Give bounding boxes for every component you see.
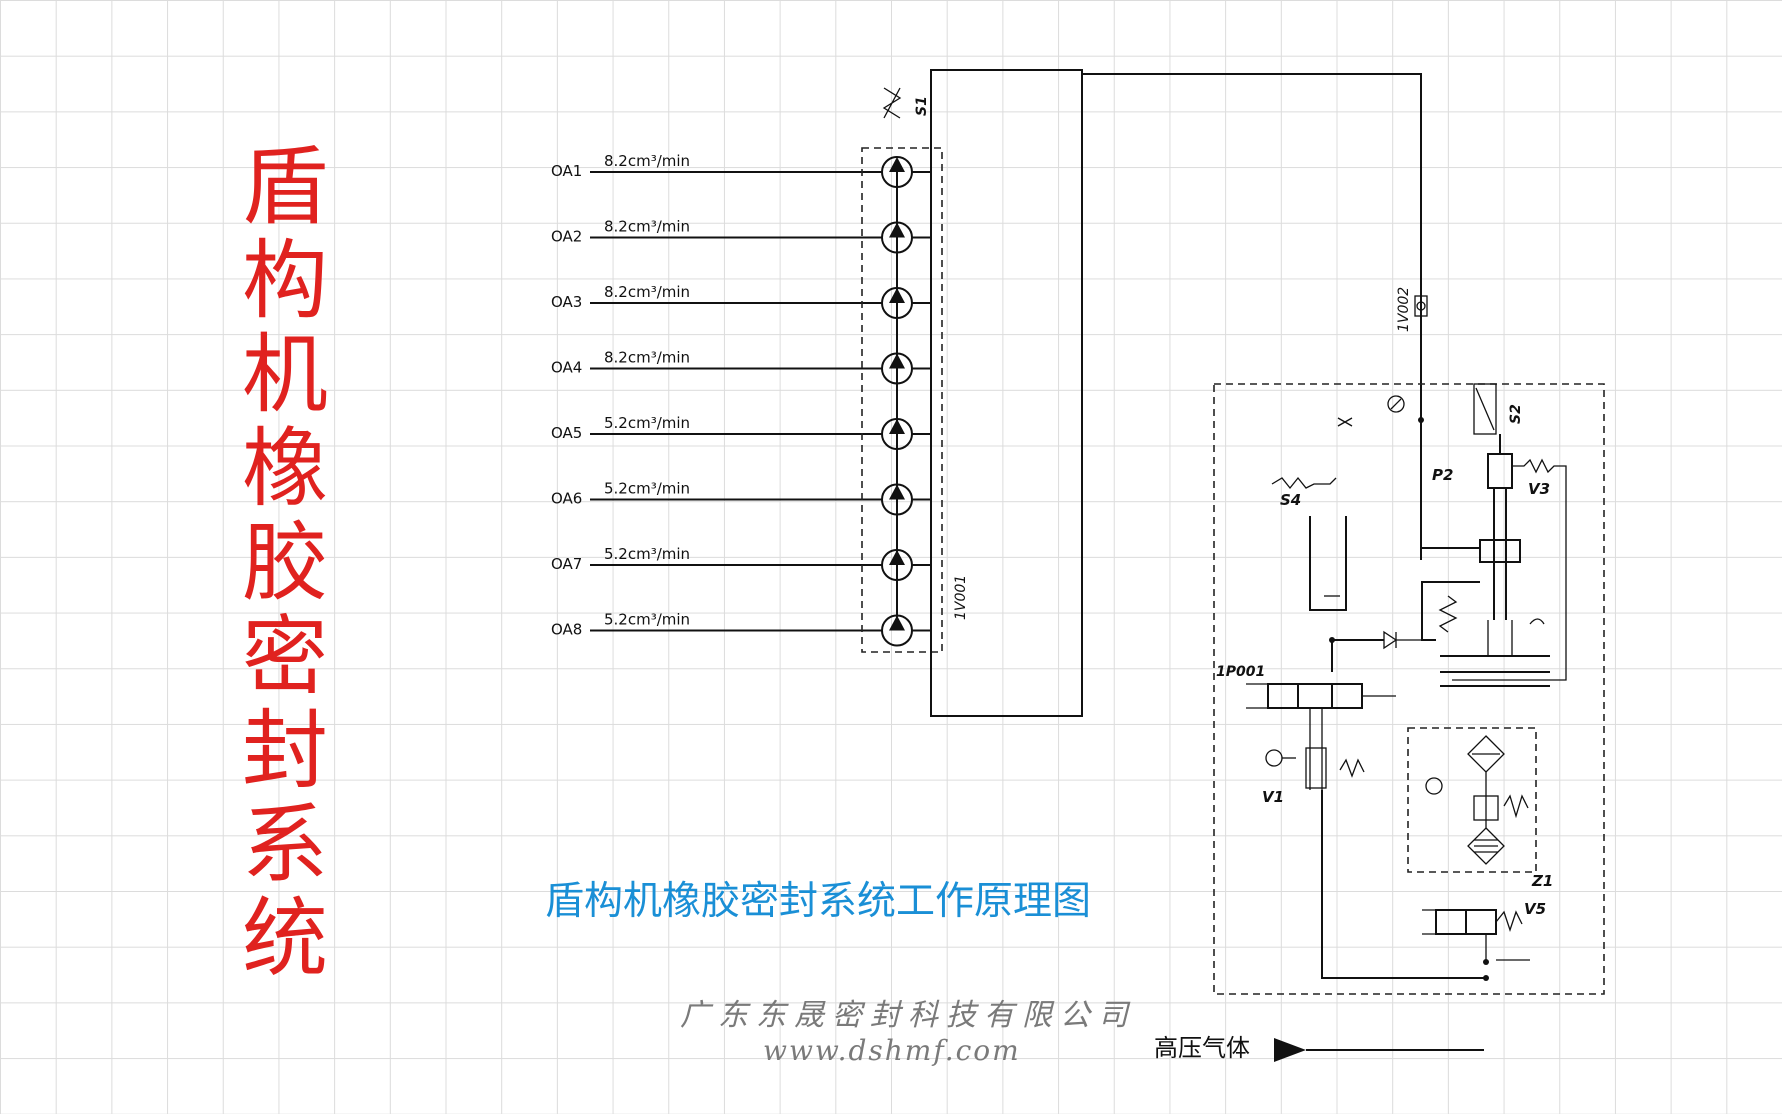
pump-feed-line [1420,420,1480,549]
outlet-row: OA7 5.2cm³/min [551,545,931,581]
outlet-flow: 5.2cm³/min [604,545,690,563]
z1-enclosure [1407,727,1537,873]
outlet-label: OA5 [551,424,582,442]
s4-tank: S4 [1271,476,1347,672]
distributor-enclosure [861,147,943,653]
pump-1p001: 1P001 [1216,664,1396,790]
outlet-flow: 5.2cm³/min [604,611,690,629]
pump-label: 1P001 [1216,664,1265,680]
distributor-label: 1V001 [953,575,969,620]
check-valve-1v002: 1V002 [1396,287,1428,332]
piston-arrow [889,157,905,172]
z1-filter: Z1 [1425,735,1553,890]
v3-valve: V3 [1452,458,1567,681]
p2-pump: P2 [1432,434,1521,620]
s2-label: S2 [1508,404,1524,424]
distributor-block [930,69,1083,717]
website-watermark: www.dshmf.com [763,1034,1021,1067]
pump-base [1440,618,1550,687]
z1-label: Z1 [1531,872,1553,890]
v1-label: V1 [1262,788,1284,806]
s2-sensor: S2 [1473,383,1524,435]
v5-label: V5 [1524,900,1546,918]
air-inlet: 高压气体 [1154,1034,1484,1062]
air-inlet-label: 高压气体 [1154,1034,1250,1062]
pump-unit-enclosure [1213,383,1605,995]
diagram-caption: 盾构机橡胶密封系统工作原理图 [545,879,1092,924]
v3-label: V3 [1528,480,1550,498]
outlet-row: OA6 5.2cm³/min [551,480,931,516]
v1-gauge: V1 [1262,749,1296,806]
spring-line [1421,581,1480,641]
check-valve-label: 1V002 [1396,287,1412,332]
outlet-label: OA8 [551,621,582,639]
outlet-flow: 8.2cm³/min [604,283,690,301]
outlet-label: OA2 [551,228,582,246]
lower-supply-line [1321,790,1486,979]
check-valve-small [1329,630,1436,650]
v5-valve: V5 [1422,900,1546,981]
outlet-flow: 8.2cm³/min [604,152,690,170]
outlet-row: OA5 5.2cm³/min [551,414,931,450]
s4-label: S4 [1280,491,1301,509]
outlet-label: OA3 [551,293,582,311]
p2-label: P2 [1432,466,1453,484]
s1-label: S1 [914,96,930,116]
main-supply-line [1082,73,1422,560]
outlet-label: OA7 [551,555,582,573]
outlet-label: OA6 [551,490,582,508]
outlet-row: OA1 8.2cm³/min [551,152,931,188]
outlet-row: OA4 8.2cm³/min [551,349,931,385]
outlet-label: OA1 [551,162,582,180]
outlet-rows: OA18.2cm³/minOA28.2cm³/minOA38.2cm³/minO… [551,152,931,647]
outlet-flow: 8.2cm³/min [604,349,690,367]
outlet-label: OA4 [551,359,582,377]
outlet-flow: 8.2cm³/min [604,218,690,236]
company-watermark: 广东东晟密封科技有限公司 [680,998,1136,1033]
outlet-row: OA8 5.2cm³/min [551,611,931,647]
s1-sensor: S1 [882,87,930,119]
spring-icon [1438,595,1458,633]
outlet-row: OA3 8.2cm³/min [551,283,931,319]
outlet-row: OA2 8.2cm³/min [551,218,931,254]
outlet-flow: 5.2cm³/min [604,480,690,498]
vertical-title: 盾构机橡胶密封系统 [242,137,328,989]
outlet-flow: 5.2cm³/min [604,414,690,432]
gauge-top [1337,395,1405,427]
